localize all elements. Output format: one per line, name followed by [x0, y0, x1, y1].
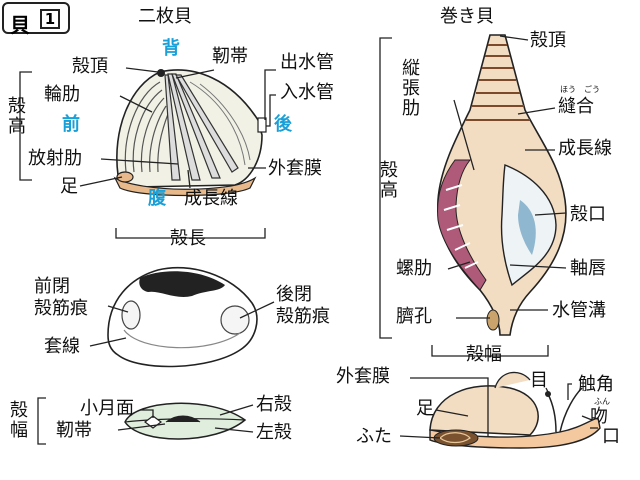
bivalve-top-view-illustration: [124, 402, 247, 440]
interior-leaders: [89, 301, 275, 347]
snail-illustration: [429, 371, 601, 449]
growth-rib-label: 輪肋: [44, 84, 80, 105]
siphonal-canal-label: 水管溝: [552, 300, 606, 321]
posterior-adductor-scar-label: 後閉 殻筋痕: [276, 284, 330, 327]
back-label: 背: [162, 38, 180, 59]
umbo-label: 殻頂: [72, 56, 108, 77]
foot-label: 足: [60, 176, 78, 197]
mantle-label: 外套膜: [268, 158, 322, 179]
right-valve-label: 右殻: [256, 394, 292, 415]
ligament-label: 靭帯: [212, 46, 248, 67]
operculum-label: ふた: [356, 426, 392, 447]
growth-line-label: 成長線: [184, 188, 238, 209]
excurrent-siphon-label: 出水管: [280, 52, 334, 73]
belly-label: 腹: [148, 188, 166, 209]
tentacle-label: 触角: [578, 374, 614, 395]
spiral-apex-label: 殻頂: [530, 30, 566, 51]
left-valve-label: 左殻: [256, 422, 292, 443]
pallial-line-label: 套線: [44, 336, 80, 357]
bivalve-illustration: [113, 69, 267, 197]
spiral-rib-label: 螺肋: [396, 258, 432, 279]
columella-label: 軸唇: [570, 258, 606, 279]
varix-label: 縦張肋: [399, 58, 420, 118]
spiral-growth-line-label: 成長線: [558, 138, 612, 159]
badge-kanji: 貝: [10, 13, 30, 37]
bivalve-height-label: 殻高: [5, 96, 26, 136]
suture-ruby: ほう ごう: [560, 85, 600, 94]
section-badge: 貝 1: [2, 2, 70, 37]
shell-width-label: 殻幅: [7, 400, 28, 440]
incurrent-siphon-label: 入水管: [280, 82, 334, 103]
bivalve-leaders: [19, 67, 276, 239]
eye-label: 目: [530, 370, 548, 391]
lunule-label: 小月面: [80, 398, 134, 419]
snail-foot-label: 足: [416, 398, 434, 419]
shell-length-label: 殻長: [170, 228, 206, 249]
spiral-shell-illustration: [437, 34, 567, 336]
proboscis-ruby: ふん: [594, 397, 610, 406]
snail-mantle-label: 外套膜: [336, 366, 390, 387]
mouth-label: 口: [602, 426, 620, 447]
rear-label: 後: [274, 114, 292, 135]
proboscis-label: 吻: [590, 406, 608, 427]
aperture-label: 殻口: [570, 204, 606, 225]
front-label: 前: [62, 114, 80, 135]
anterior-adductor-scar-label: 前閉 殻筋痕: [34, 276, 88, 319]
bivalve-interior-illustration: [107, 266, 258, 368]
radial-rib-label: 放射肋: [28, 148, 82, 169]
topview-leaders: [37, 397, 254, 445]
umbilicus-label: 臍孔: [396, 306, 432, 327]
bivalve-title: 二枚貝: [138, 6, 192, 27]
snail-leaders: [399, 377, 598, 439]
topview-ligament-label: 靭帯: [56, 420, 92, 441]
spiral-leaders: [379, 35, 567, 357]
spiral-height-label: 殻高: [377, 160, 398, 200]
suture-label: 縫合: [558, 96, 594, 117]
badge-number: 1: [40, 9, 60, 29]
spiral-title: 巻き貝: [440, 6, 494, 27]
spiral-width-label: 殻幅: [466, 344, 502, 365]
